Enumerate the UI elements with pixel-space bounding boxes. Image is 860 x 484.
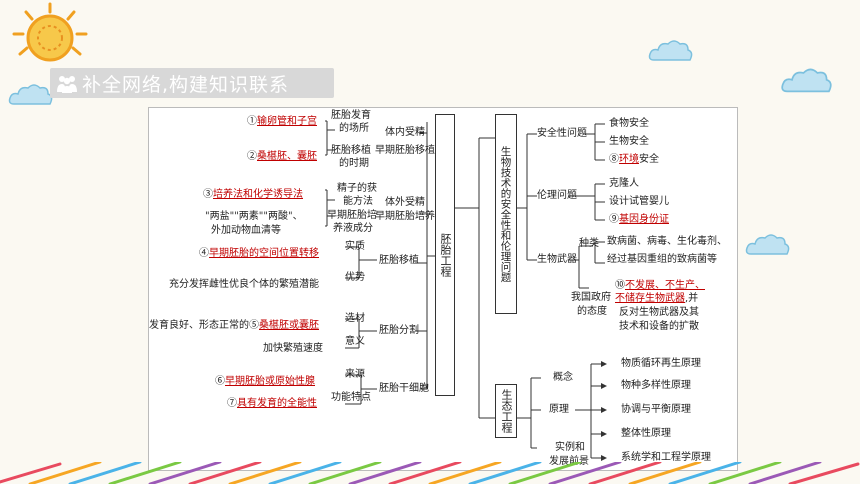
ethics-leaf: ⑨基因身份证: [609, 214, 669, 225]
mid-label: 优势: [345, 272, 365, 283]
eco-category: 原理: [549, 404, 569, 415]
mid-label: 选材: [345, 313, 365, 324]
weapon-kind-label: 种类: [579, 238, 599, 249]
mid-label: 早期胚胎培: [327, 210, 377, 221]
government-attitude: 不储存生物武器,并: [615, 293, 699, 304]
weapon-category: 生物武器: [537, 254, 577, 265]
item-1: ①输卵管和子宫: [247, 116, 317, 127]
concept-map-lines: [325, 120, 607, 461]
branch-label: 早期胚胎移植: [375, 145, 435, 156]
eco-principle: 整体性原理: [621, 428, 671, 439]
government-attitude: 技术和设备的扩散: [619, 321, 699, 332]
item-2: ②桑椹胚、囊胚: [247, 151, 317, 162]
eco-principle: 物种多样性原理: [621, 380, 691, 391]
mid-label: 精子的获: [337, 183, 377, 194]
mid-label: 实质: [345, 241, 365, 252]
item-3: ③培养法和化学诱导法: [203, 189, 303, 200]
eco-principle: 协调与平衡原理: [621, 404, 691, 415]
mid-label: 功能特点: [331, 392, 371, 403]
eco-category: 发展前景: [549, 456, 589, 467]
item-5: 发育良好、形态正常的⑤桑椹胚或囊胚: [149, 320, 319, 331]
mid-label: 意义: [345, 336, 365, 347]
safety-leaf: 食物安全: [609, 118, 649, 129]
cloud-decoration-icon: [745, 234, 790, 255]
mid-label: 能方法: [343, 196, 373, 207]
eco-principle: 系统学和工程学原理: [621, 452, 711, 463]
mid-label: 胚胎移植: [331, 145, 371, 156]
branch-label: 早期胚胎培养: [375, 211, 435, 222]
crayon-stripes-decoration: [0, 462, 860, 484]
embryo-engineering-box: 胚胎工程: [435, 114, 455, 396]
weapon-leaf: 致病菌、病毒、生化毒剂、: [607, 236, 727, 247]
mid-label: 的时期: [339, 158, 369, 169]
ecological-engineering-box: 生态工程: [495, 384, 517, 438]
ethics-leaf: 克隆人: [609, 178, 639, 189]
sun-decoration-icon: [12, 2, 88, 62]
item-4: ④早期胚胎的空间位置转移: [199, 248, 319, 259]
cloud-decoration-icon: [8, 84, 53, 105]
mid-label: 养液成分: [333, 223, 373, 234]
ethics-category: 伦理问题: [537, 190, 577, 201]
government-label: 的态度: [577, 306, 607, 317]
safety-leaf: 生物安全: [609, 136, 649, 147]
eco-category: 实例和: [555, 442, 585, 453]
government-label: 我国政府: [571, 292, 611, 303]
eco-category: 概念: [553, 372, 573, 383]
government-attitude: 反对生物武器及其: [619, 307, 699, 318]
item-4b: 充分发挥雌性优良个体的繁殖潜能: [169, 279, 319, 290]
item-3b: "两盐""两素""两酸"、: [205, 211, 303, 222]
safety-leaf: ⑧环境安全: [609, 154, 659, 165]
item-3c: 外加动物血清等: [211, 225, 281, 236]
cloud-decoration-icon: [648, 40, 693, 61]
branch-label: 体外受精: [385, 197, 425, 208]
concept-map-panel: ①输卵管和子宫 ②桑椹胚、囊胚 ③培养法和化学诱导法 "两盐""两素""两酸"、…: [148, 107, 738, 471]
mid-label: 来源: [345, 369, 365, 380]
biotech-safety-box: 生物技术的安全性和伦理问题: [495, 114, 517, 314]
weapon-leaf: 经过基因重组的致病菌等: [607, 254, 717, 265]
ethics-leaf: 设计试管婴儿: [609, 196, 669, 207]
section-header: 补全网络,构建知识联系: [50, 68, 334, 98]
mid-label: 的场所: [339, 123, 369, 134]
branch-label: 体内受精: [385, 127, 425, 138]
item-7: ⑦具有发育的全能性: [227, 398, 317, 409]
cloud-decoration-icon: [781, 68, 832, 93]
mid-label: 胚胎发育: [331, 110, 371, 121]
people-icon: [57, 76, 77, 93]
branch-label: 胚胎移植: [379, 255, 419, 266]
page-title: 补全网络,构建知识联系: [82, 74, 290, 96]
safety-category: 安全性问题: [537, 128, 587, 139]
government-attitude: ⑩不发展、不生产、: [615, 280, 705, 291]
item-6: ⑥早期胚胎或原始性腺: [215, 376, 315, 387]
item-5b: 加快繁殖速度: [263, 343, 323, 354]
branch-label: 胚胎干细胞: [379, 383, 429, 394]
eco-principle: 物质循环再生原理: [621, 358, 701, 369]
branch-label: 胚胎分割: [379, 325, 419, 336]
